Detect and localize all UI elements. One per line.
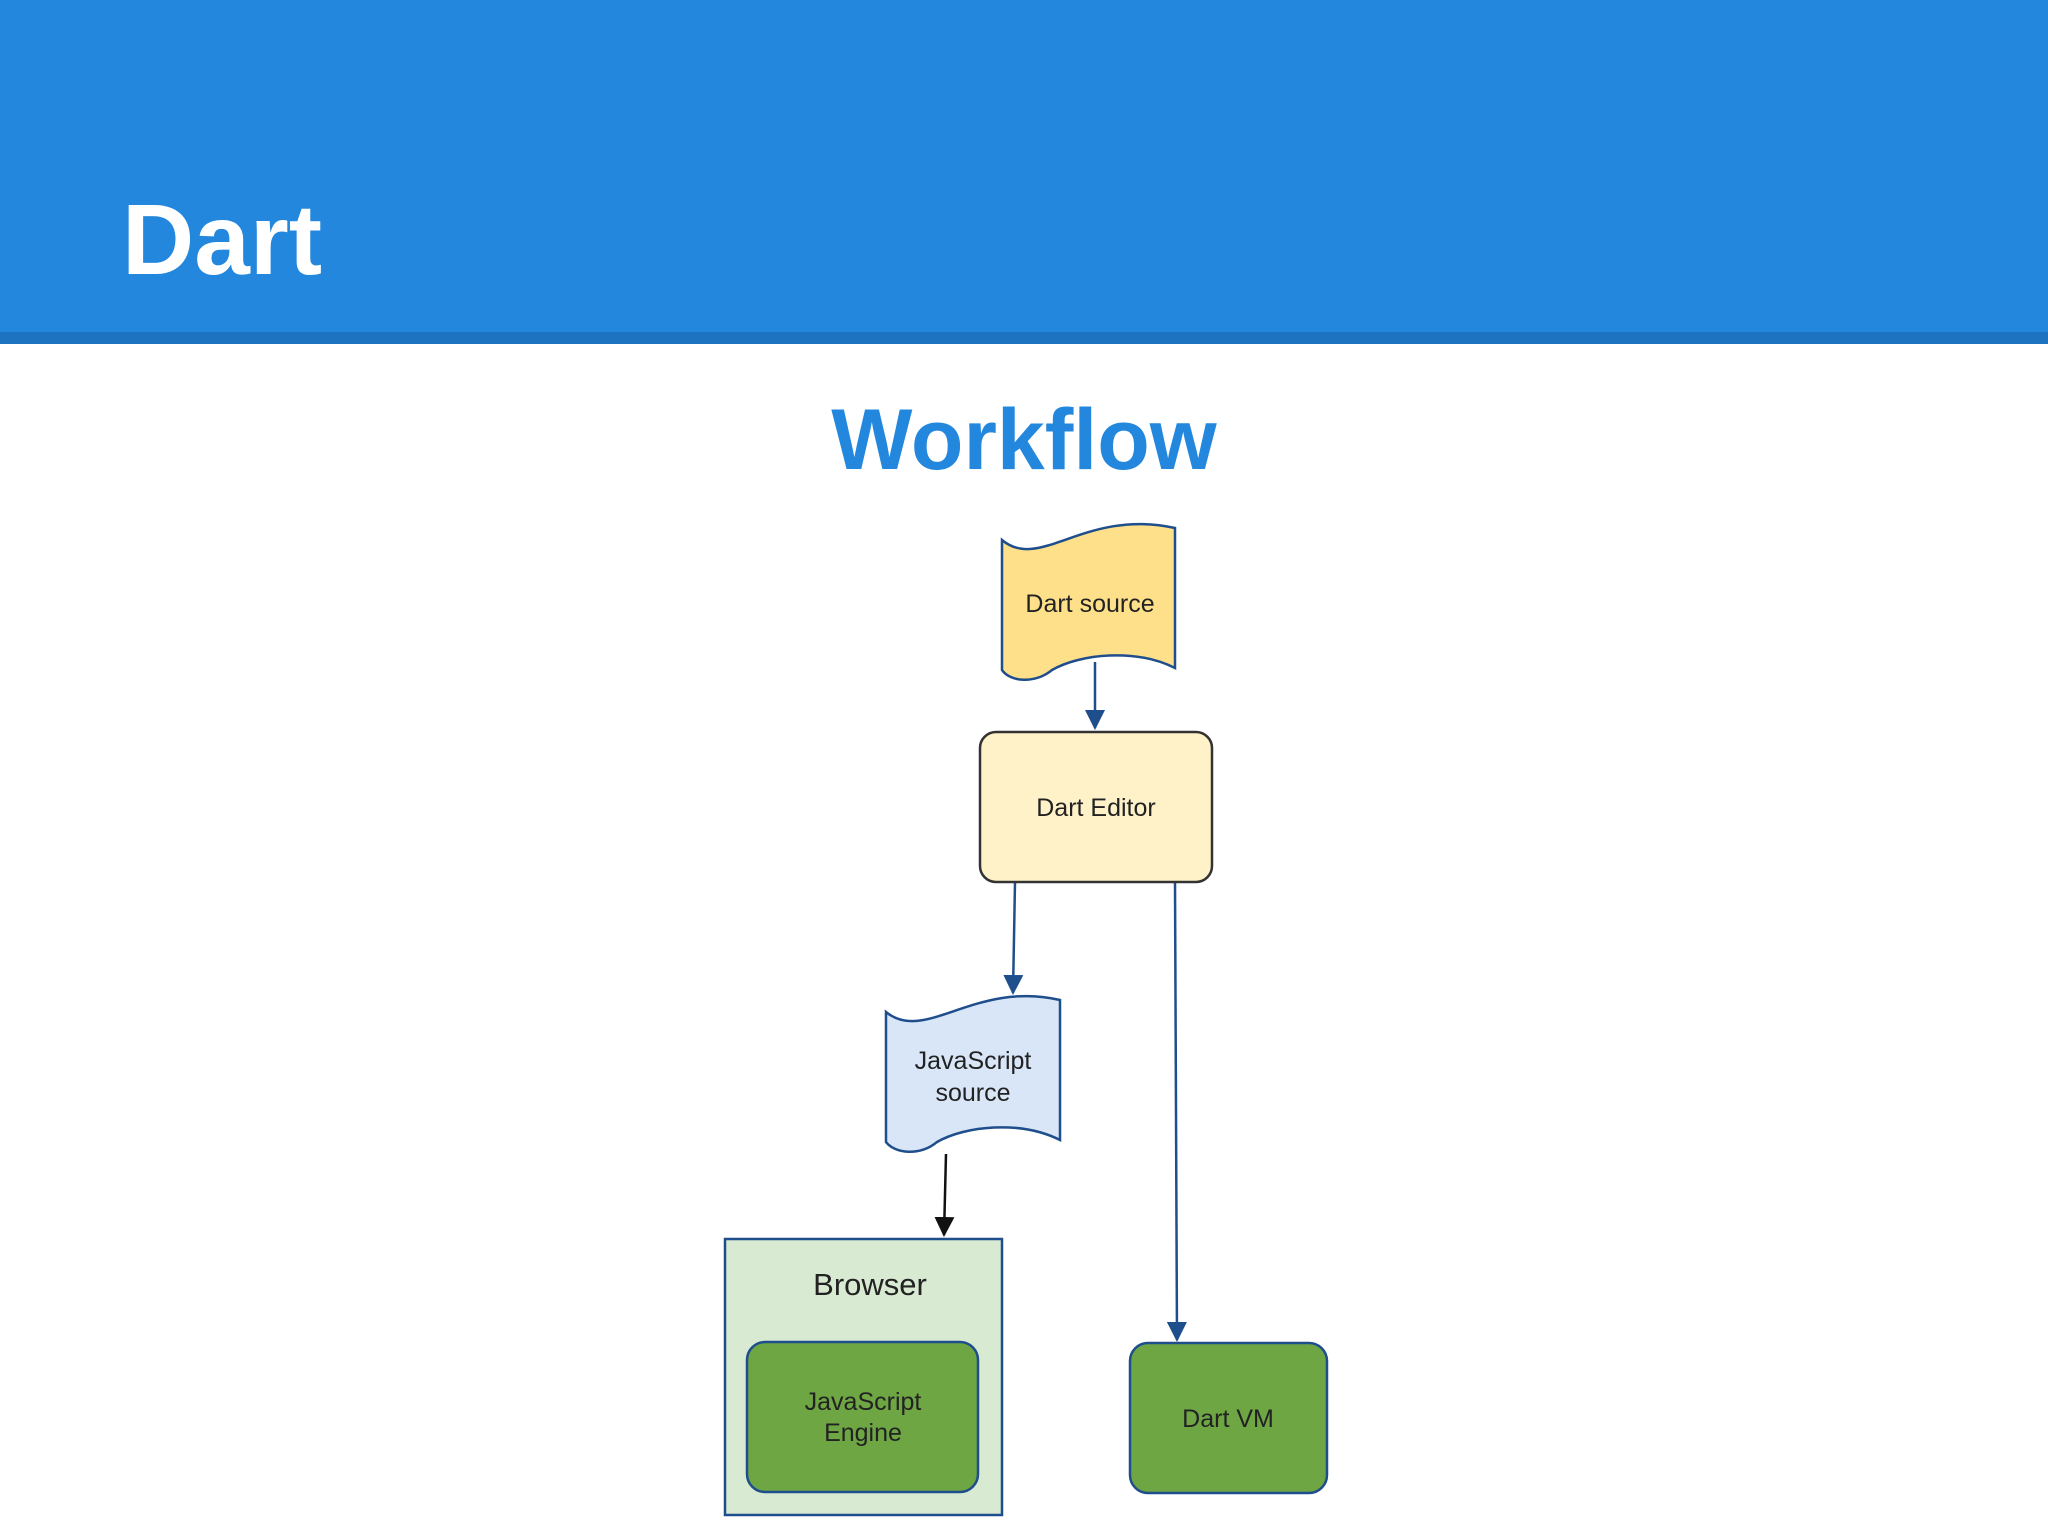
dart-editor-box [978,730,1214,884]
js-engine-box [745,1340,980,1494]
dart-vm-box [1128,1341,1329,1495]
edge-js-source-to-browser [934,1153,955,1237]
dart-editor-label: Dart Editor [1036,794,1155,822]
js-source-label-line2: source [935,1079,1010,1107]
browser-label: Browser [813,1267,927,1302]
node-js-source: JavaScript source [884,994,1062,1153]
js-engine-label-line1: JavaScript [805,1388,922,1416]
node-js-engine: JavaScript Engine [745,1340,980,1494]
node-dart-source: Dart source [1000,522,1177,681]
node-dart-editor: Dart Editor [978,730,1214,884]
js-engine-label-line2: Engine [824,1419,902,1447]
edge-editor-to-js-source [1003,881,1024,995]
header-divider [0,332,2048,344]
node-browser: Browser JavaScript Engine [723,1237,1004,1517]
slide-title: Dart [122,184,323,296]
node-dart-vm: Dart VM [1128,1341,1329,1495]
dart-source-shape [1000,522,1177,681]
dart-vm-label: Dart VM [1182,1405,1274,1433]
header-bar [0,0,2048,332]
js-source-label-line1: JavaScript [915,1047,1032,1075]
js-source-shape [884,994,1062,1153]
section-title: Workflow [831,392,1217,488]
dart-source-label: Dart source [1025,590,1154,618]
edge-editor-to-dart-vm [1166,881,1187,1342]
